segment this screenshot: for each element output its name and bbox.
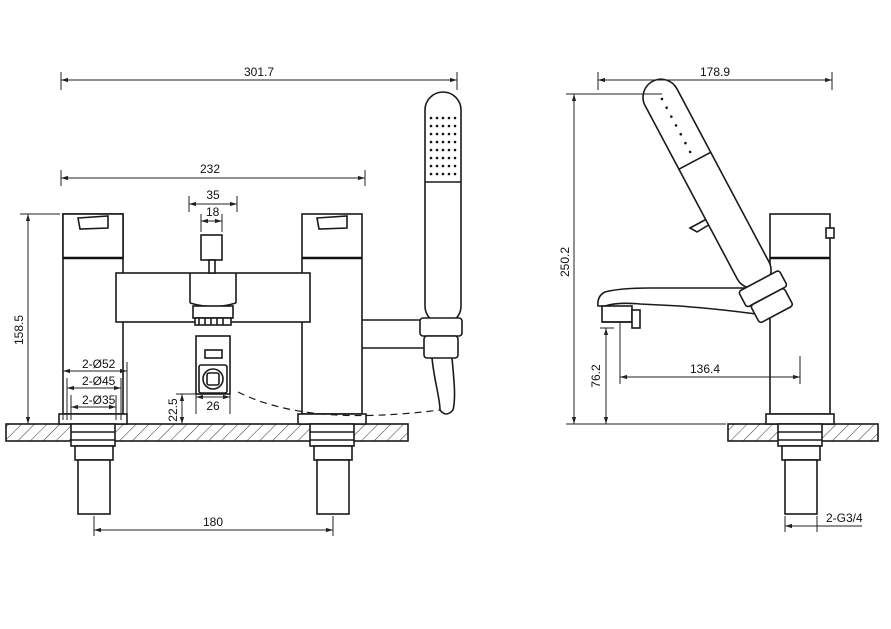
dim-spout-clearance: 76.2	[589, 327, 614, 424]
side-view: 178.9 250.2 136.4 76.2 2-G3/4	[558, 65, 879, 532]
side-spout	[597, 287, 771, 329]
dim-thread: 2-G3/4	[784, 511, 863, 532]
dim-hole-spacing: 180	[93, 515, 334, 536]
dim-cartridge-width-label: 35	[206, 188, 220, 202]
dim-depth: 178.9	[597, 65, 833, 90]
dim-cartridge: 35 18	[188, 188, 238, 232]
dim-overall-width-label: 301.7	[244, 65, 274, 79]
dim-height: 158.5	[12, 213, 60, 424]
dim-diverter: 26	[195, 394, 231, 414]
dim-centers-width-label: 232	[200, 162, 220, 176]
dim-spout-height: 22.5	[166, 393, 196, 424]
dim-spout-reach: 136.4	[619, 322, 801, 384]
dim-thread-label: 2-G3/4	[826, 511, 863, 525]
dim-spout-reach-label: 136.4	[690, 362, 720, 376]
dim-total-height-label: 250.2	[558, 247, 572, 277]
handshower	[237, 91, 463, 417]
dim-spout-clearance-label: 76.2	[589, 364, 603, 388]
side-handshower	[642, 78, 794, 324]
right-pillar	[297, 213, 367, 515]
dim-overall-width: 301.7	[60, 65, 458, 90]
left-pillar	[58, 213, 128, 515]
dim-cartridge-inner-label: 18	[206, 205, 220, 219]
dim-diverter-label: 26	[206, 399, 220, 413]
dim-hole-52-label: 2-Ø52	[82, 357, 116, 371]
dim-depth-label: 178.9	[700, 65, 730, 79]
dim-spout-height-label: 22.5	[166, 398, 180, 422]
dim-hole-35-label: 2-Ø35	[82, 393, 116, 407]
dim-centers-width: 232	[60, 162, 366, 186]
front-view: 301.7 232 35 18 158.5	[5, 65, 463, 536]
dim-height-label: 158.5	[12, 315, 26, 345]
bridge-body	[115, 234, 311, 395]
dim-holes: 2-Ø52 2-Ø45 2-Ø35	[62, 357, 128, 420]
dim-hole-spacing-label: 180	[203, 515, 223, 529]
dim-total-height: 250.2	[558, 93, 726, 425]
spray-dots	[429, 116, 457, 176]
dim-hole-45-label: 2-Ø45	[82, 374, 116, 388]
